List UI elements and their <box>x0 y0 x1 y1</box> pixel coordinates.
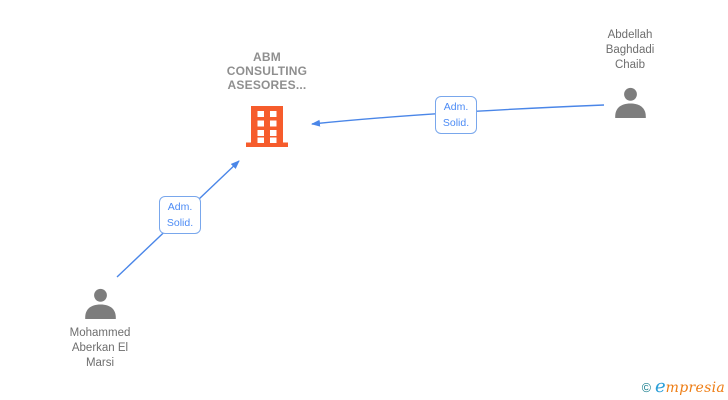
edge-label-text: Adm. Solid. <box>166 201 194 229</box>
edge-label-adm-solid: Adm. Solid. <box>159 196 201 234</box>
person-icon <box>84 288 116 319</box>
person-name: Abdellah Baghdadi Chaib <box>605 29 655 71</box>
company-building-icon <box>246 106 288 147</box>
empresia-logo[interactable]: © e mpresia <box>641 376 725 397</box>
company-node[interactable]: ABM CONSULTING ASESORES... <box>197 50 337 148</box>
brand-letter-e: e <box>655 376 666 397</box>
edge-label-text: Adm. Solid. <box>442 101 470 129</box>
person-icon <box>614 87 646 118</box>
person-node-mohammed[interactable]: Mohammed Aberkan El Marsi <box>53 288 147 371</box>
person-node-abdellah[interactable]: Abdellah Baghdadi Chaib <box>583 28 677 118</box>
person-name: Mohammed Aberkan El Marsi <box>69 327 131 369</box>
brand-text: mpresia <box>665 380 725 396</box>
company-name: ABM CONSULTING ASESORES... <box>226 50 308 92</box>
copyright-icon: © <box>641 381 652 395</box>
edge-label-adm-solid: Adm. Solid. <box>435 96 477 134</box>
